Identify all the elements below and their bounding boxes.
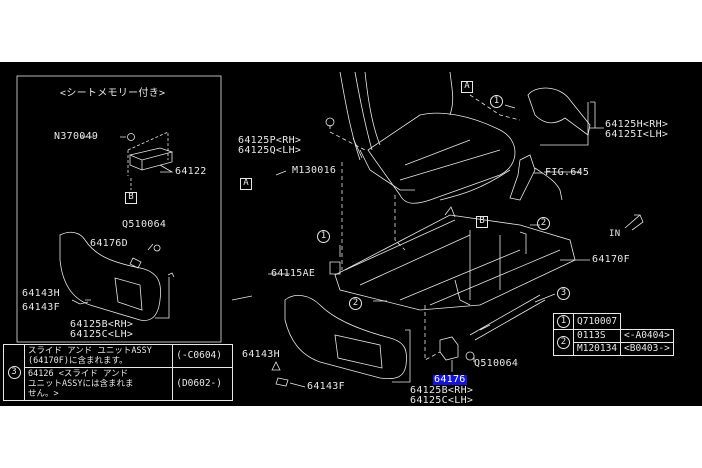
ref-b-marker: B — [476, 216, 488, 228]
label-64143h: 64143H — [22, 288, 60, 299]
ref-circle-1: 1 — [490, 95, 503, 108]
in-direction-label: IN — [609, 229, 621, 239]
seat-cushion-drawing — [339, 71, 516, 204]
label-64125q: 64125Q<LH> — [238, 145, 302, 156]
label-64125c: 64125C<LH> — [410, 395, 474, 406]
label-64122: 64122 — [175, 166, 207, 177]
note-table: 3 スライド アンド ユニットASSY (64170F)に含まれます。 (-C0… — [3, 344, 233, 401]
label-n370049: N370049 — [54, 131, 99, 142]
recliner-cover-drawing — [527, 87, 591, 136]
ref-circle-2: 2 — [557, 336, 570, 349]
label-64125b: 64125B<RH> — [70, 319, 134, 330]
ref-circle-3: 3 — [557, 287, 570, 300]
inset-title: <シートメモリー付き> — [60, 88, 166, 99]
label-64143f: 64143F — [22, 302, 60, 313]
note-text: 64126 <スライド アンド ユニットASSYには含まれま せん。> — [23, 367, 174, 401]
label-64143h: 64143H — [242, 349, 280, 360]
label-64143f: 64143F — [307, 381, 345, 392]
parts-table: 1 Q710007 2 0113S <-A0404> M120134 <B040… — [553, 313, 674, 356]
label-q510064: Q510064 — [474, 358, 519, 369]
ref-a-marker: A — [461, 81, 473, 93]
part-number: Q710007 — [572, 313, 622, 330]
ref-b-marker: B — [125, 192, 137, 204]
label-64176d: 64176D — [90, 238, 128, 249]
label-64125b: 64125B<RH> — [410, 385, 474, 396]
part-number: M120134 — [572, 342, 622, 356]
note-text: スライド アンド ユニットASSY (64170F)に含まれます。 — [23, 344, 174, 368]
label-64125h: 64125H<RH> — [605, 119, 669, 130]
inset-frame — [16, 75, 222, 343]
part-number: 0113S — [572, 329, 622, 343]
label-fig645: FIG.645 — [545, 167, 590, 178]
label-q510064: Q510064 — [122, 219, 167, 230]
label-64176-highlighted[interactable]: 64176 — [433, 374, 467, 385]
label-m130016: M130016 — [292, 165, 337, 176]
ref-circle-1: 1 — [317, 230, 330, 243]
memory-module-drawing — [120, 131, 174, 190]
ref-circle-2: 2 — [537, 217, 550, 230]
inset-trim-drawing — [59, 231, 175, 321]
side-trim-drawing — [271, 295, 475, 388]
label-64125i: 64125I<LH> — [605, 129, 669, 140]
ref-a-marker: A — [240, 178, 252, 190]
note-range: (-C0604) — [172, 344, 233, 368]
buckle-drawing — [509, 154, 563, 201]
label-64125p: 64125P<RH> — [238, 135, 302, 146]
part-range: <-A0404> — [620, 329, 674, 343]
ref-circle-3: 3 — [7, 366, 21, 379]
in-arrow-icon — [624, 214, 644, 231]
part-range: <B0403-> — [620, 342, 674, 356]
wire-drawing — [469, 294, 546, 341]
ref-circle-1: 1 — [557, 315, 570, 328]
label-64170f: 64170F — [592, 254, 630, 265]
ref-circle-2: 2 — [349, 297, 362, 310]
label-64115ae: 64115AE — [271, 268, 316, 279]
note-range: (D0602-) — [172, 367, 233, 401]
label-64125c: 64125C<LH> — [70, 329, 134, 340]
